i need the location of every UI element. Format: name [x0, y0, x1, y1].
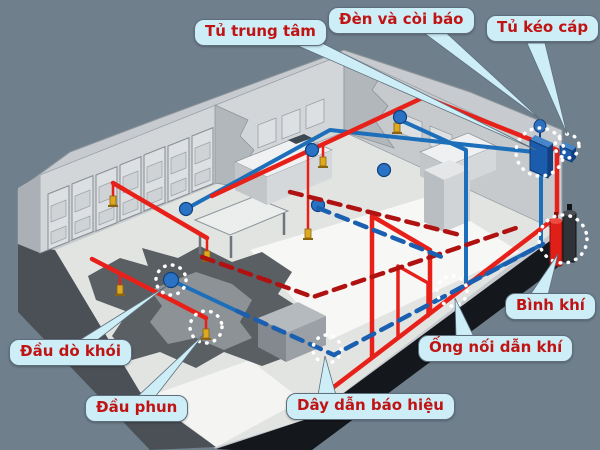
callout-tails [76, 27, 568, 398]
table-left [193, 196, 290, 258]
callout-label: Ống nối dẫn khí [429, 338, 563, 356]
signal-wire-red [199, 223, 525, 300]
alarm-bell-light-icon [533, 119, 547, 133]
callout-den-va-coi-bao: Đèn và còi báo [328, 7, 475, 34]
callout-binh-khi: Bình khí [505, 293, 596, 320]
callout-label: Đầu dò khói [20, 342, 121, 360]
highlight-circle [154, 263, 188, 297]
callout-label: Đầu phun [96, 398, 178, 416]
callout-label: Bình khí [516, 296, 585, 314]
callout-ong-noi-dan-khi: Ống nối dẫn khí [418, 335, 574, 362]
callout-day-dan-bao-hieu: Dây dẫn báo hiệu [286, 393, 455, 420]
smoke-detectors [162, 109, 408, 289]
callout-tail [526, 42, 568, 135]
callout-label: Tủ trung tâm [205, 22, 316, 40]
cabinet-door-panels [50, 141, 211, 245]
smoke-detector-icon [304, 142, 320, 158]
highlight-circle [537, 213, 589, 265]
callout-dau-do-khoi: Đầu dò khói [9, 339, 132, 366]
floor-tip [150, 360, 302, 447]
callout-tu-keo-cap: Tủ kéo cáp [486, 15, 600, 42]
highlight-circle [435, 274, 469, 308]
callout-label: Đèn và còi báo [339, 10, 464, 28]
callout-tu-trung-tam: Tủ trung tâm [194, 19, 327, 46]
signal-wire-red [287, 189, 467, 239]
signal-wire-blue [234, 241, 546, 358]
monitor-icon [288, 134, 312, 144]
building-shell [17, 49, 563, 450]
callout-label: Tủ kéo cáp [497, 18, 589, 36]
highlight-circle [514, 126, 566, 178]
signal-wires [199, 189, 546, 358]
smoke-detector-icon [392, 109, 408, 125]
smoke-detector-icon [178, 201, 194, 217]
smoke-detector-icon [376, 162, 392, 178]
sprinkler-nozzles [108, 122, 402, 340]
highlight-circle [311, 333, 343, 365]
callout-dau-phun: Đầu phun [85, 395, 189, 422]
callout-label: Dây dẫn báo hiệu [297, 396, 444, 414]
highlight-circle [188, 309, 224, 345]
control-cabinet-icon [529, 135, 553, 179]
back-wall-cap [18, 175, 40, 253]
tall-cabinet-right [424, 160, 470, 232]
floor-box [258, 302, 326, 362]
signal-wire-blue [315, 205, 450, 262]
gas-cylinder-icon [562, 204, 577, 263]
smoke-detector-icon [162, 271, 180, 289]
cabinet-wall [47, 126, 214, 251]
